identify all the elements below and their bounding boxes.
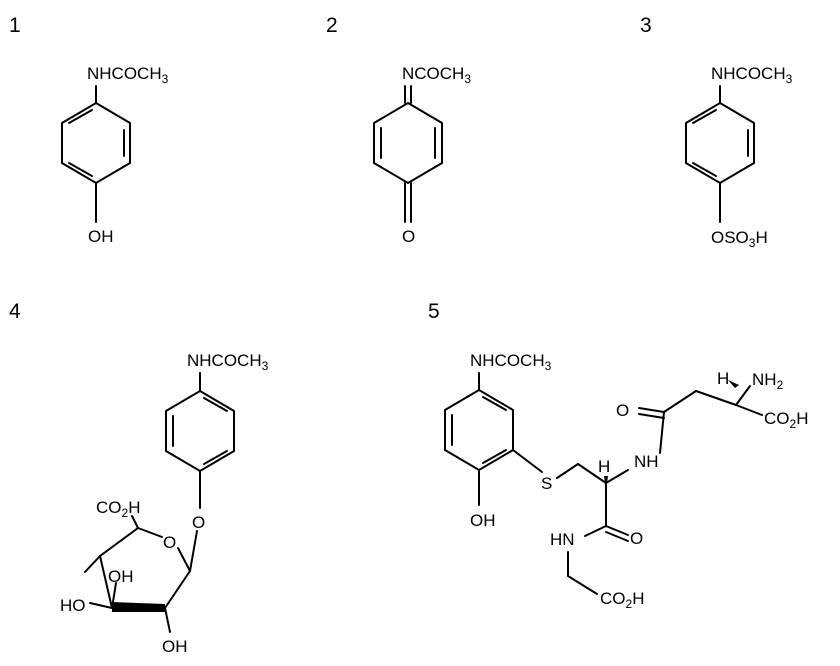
hydroxyl-group: HO — [60, 596, 86, 615]
bond — [89, 602, 113, 609]
amino-group: NH2 — [752, 370, 784, 392]
stereo-wedge — [728, 380, 739, 388]
bond — [99, 555, 113, 609]
compound-3-top-group: NHCOCH3 — [711, 64, 793, 86]
compound-3: 3 NHCOCH3 OSO3H — [640, 14, 793, 250]
benzene-ring — [165, 389, 235, 473]
compound-1: 1 NHCOCH3 OH — [9, 14, 169, 246]
cys-carbonyl-oxygen: O — [630, 529, 643, 548]
compound-4-top-group: NHCOCH3 — [187, 351, 269, 373]
hydroxyl-group: OH — [162, 637, 188, 656]
inner-bond — [482, 449, 507, 464]
gly-hn: HN — [550, 530, 575, 549]
bond — [131, 515, 139, 529]
inner-bond — [203, 450, 228, 465]
bond — [164, 607, 171, 633]
bond — [189, 530, 198, 572]
bond — [577, 463, 607, 484]
compound-1-number: 1 — [9, 14, 21, 37]
inner-bond — [203, 397, 228, 412]
double-bond — [605, 525, 629, 536]
double-bond — [638, 413, 665, 419]
bond — [84, 555, 101, 573]
compound-2-number: 2 — [326, 14, 338, 37]
compound-2: 2 NCOCH3 O — [326, 14, 471, 246]
bond — [99, 527, 139, 557]
bond — [735, 404, 763, 416]
cys-hydrogen: H — [598, 457, 610, 476]
bond — [695, 390, 737, 406]
glu-carbonyl-oxygen: O — [616, 401, 629, 420]
inner-bond — [68, 109, 93, 124]
bond — [137, 527, 163, 538]
compound-2-bottom-group: O — [402, 227, 415, 246]
bond — [663, 390, 697, 413]
glu-hydrogen: H — [717, 369, 729, 388]
phenol-group: OH — [470, 511, 496, 530]
compound-5-top-group: NHCOCH3 — [470, 351, 552, 373]
inner-bond — [692, 162, 717, 177]
bond — [735, 385, 751, 406]
inner-bond — [692, 109, 717, 124]
bond — [111, 582, 117, 609]
cys-nh: NH — [634, 452, 659, 471]
bond — [567, 575, 598, 595]
benzene-ring — [685, 101, 755, 185]
inner-bond — [482, 396, 507, 411]
double-bond — [605, 531, 629, 542]
ether-oxygen: O — [192, 513, 205, 532]
bond — [164, 570, 191, 609]
bond — [177, 547, 191, 572]
compound-1-bottom-group: OH — [88, 227, 114, 246]
benzene-ring — [444, 388, 514, 472]
benzene-ring — [61, 101, 131, 185]
carboxyl-group: CO2H — [96, 498, 140, 520]
bond — [584, 525, 607, 537]
bond — [556, 463, 579, 479]
glu-carboxyl: CO2H — [764, 409, 808, 431]
compound-4: 4 NHCOCH3 O O CO2H OH HO OH — [9, 300, 269, 656]
hydroxyl-group: OH — [108, 567, 134, 586]
compound-4-number: 4 — [9, 300, 21, 323]
gly-carboxyl: CO2H — [600, 589, 644, 611]
ring-oxygen: O — [163, 533, 176, 552]
bond — [605, 469, 629, 484]
compound-5: 5 NHCOCH3 OH S H NH O H NH2 CO2H O HN — [428, 300, 808, 611]
quinone-ring — [373, 101, 443, 185]
compound-3-number: 3 — [640, 14, 652, 37]
compound-2-top-group: NCOCH3 — [402, 64, 471, 86]
sulfur-atom: S — [541, 474, 552, 493]
double-bond — [638, 407, 665, 413]
compound-5-number: 5 — [428, 300, 440, 323]
bond — [512, 449, 543, 473]
inner-bond — [68, 162, 93, 177]
bold-bond — [112, 602, 165, 612]
compound-1-top-group: NHCOCH3 — [87, 64, 169, 86]
compound-3-bottom-group: OSO3H — [711, 228, 768, 250]
